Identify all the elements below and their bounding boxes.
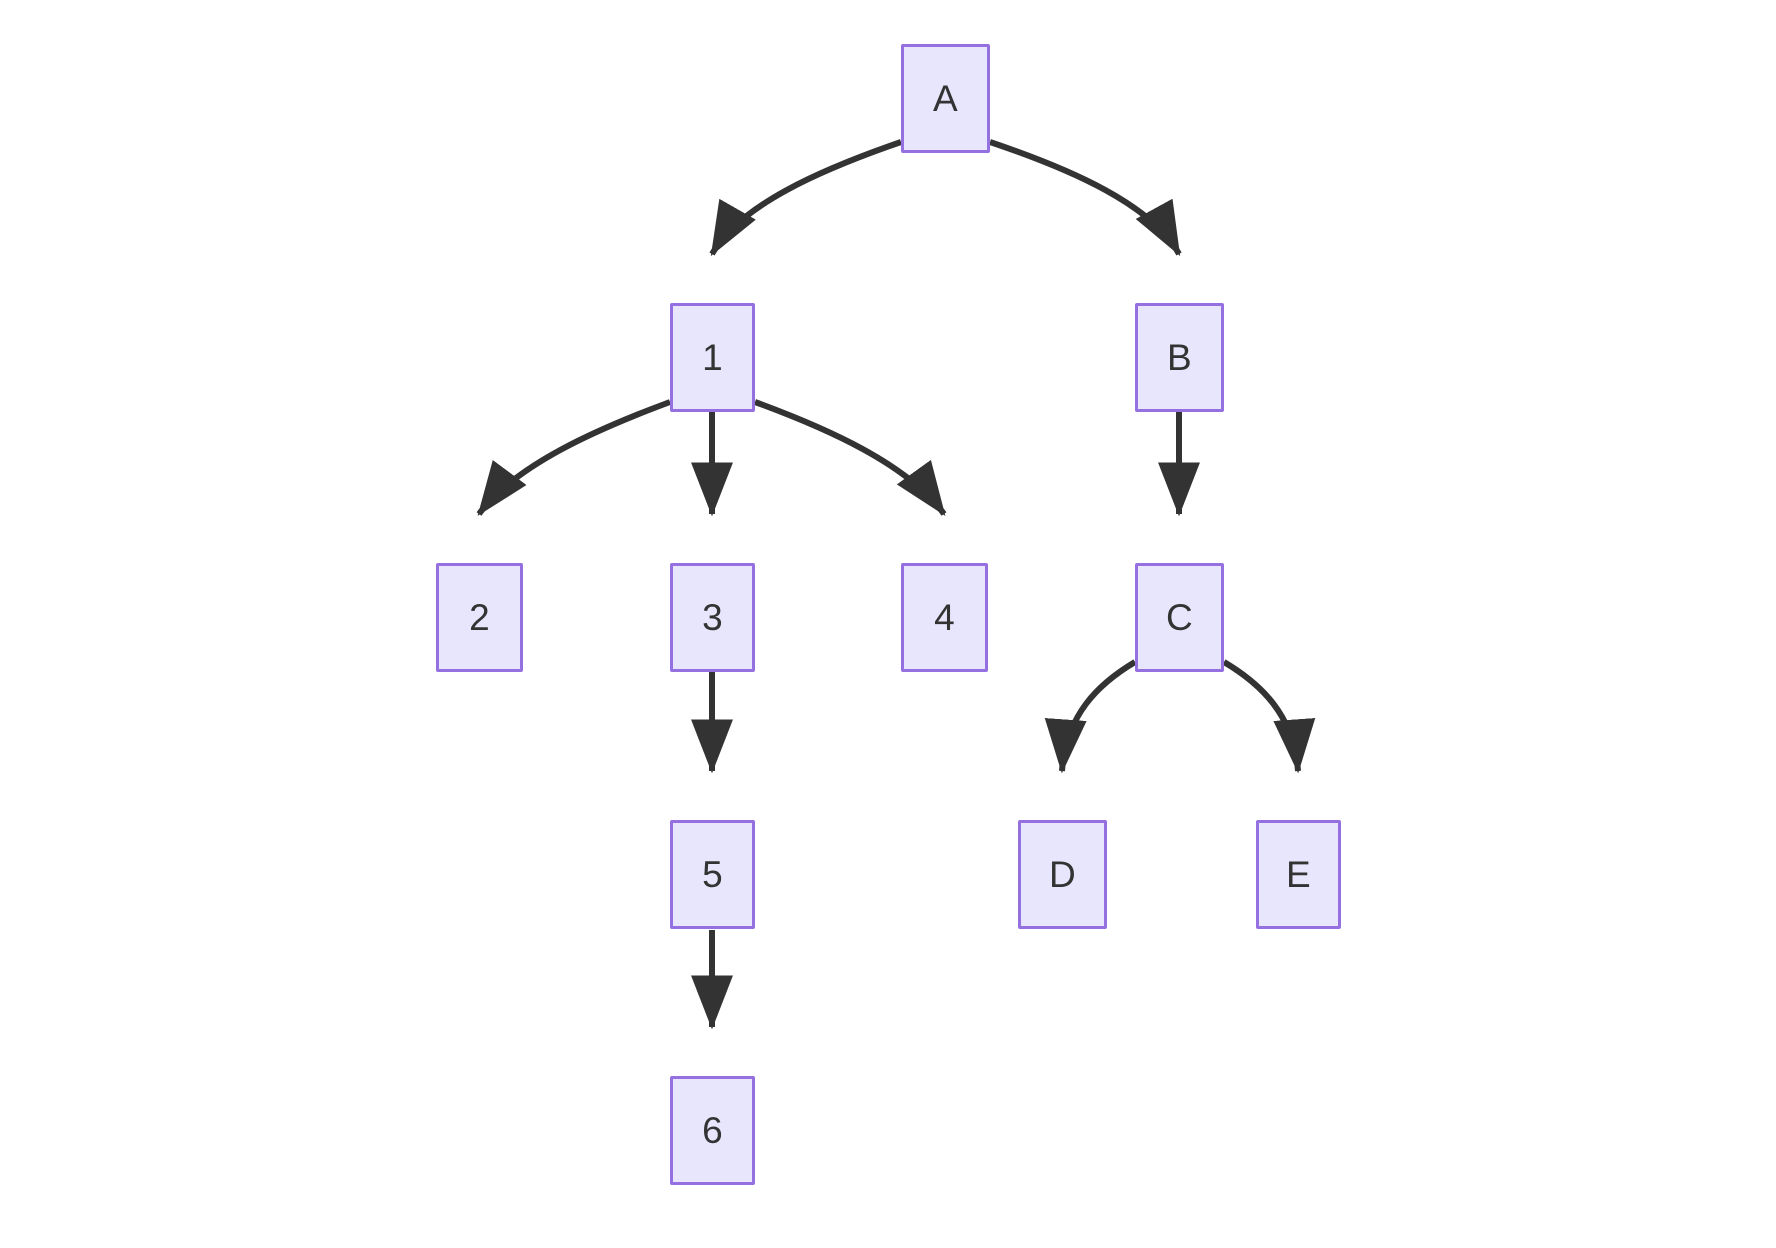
node-3[interactable]: 3	[670, 563, 755, 672]
node-label: B	[1167, 337, 1192, 378]
node-label: C	[1166, 597, 1193, 638]
node-label: 1	[702, 337, 723, 378]
node-label: D	[1049, 854, 1076, 895]
node-label: E	[1286, 854, 1311, 895]
node-label: 4	[934, 597, 955, 638]
node-5[interactable]: 5	[670, 820, 755, 929]
node-a[interactable]: A	[901, 44, 990, 153]
node-label: 6	[702, 1110, 723, 1151]
node-4[interactable]: 4	[901, 563, 988, 672]
node-label: 5	[702, 854, 723, 895]
node-d[interactable]: D	[1018, 820, 1107, 929]
node-label: A	[933, 78, 958, 119]
node-c[interactable]: C	[1135, 563, 1224, 672]
node-e[interactable]: E	[1256, 820, 1341, 929]
node-1[interactable]: 1	[670, 303, 755, 412]
node-6[interactable]: 6	[670, 1076, 755, 1185]
node-b[interactable]: B	[1135, 303, 1224, 412]
node-label: 3	[702, 597, 723, 638]
node-2[interactable]: 2	[436, 563, 523, 672]
node-label: 2	[469, 597, 490, 638]
